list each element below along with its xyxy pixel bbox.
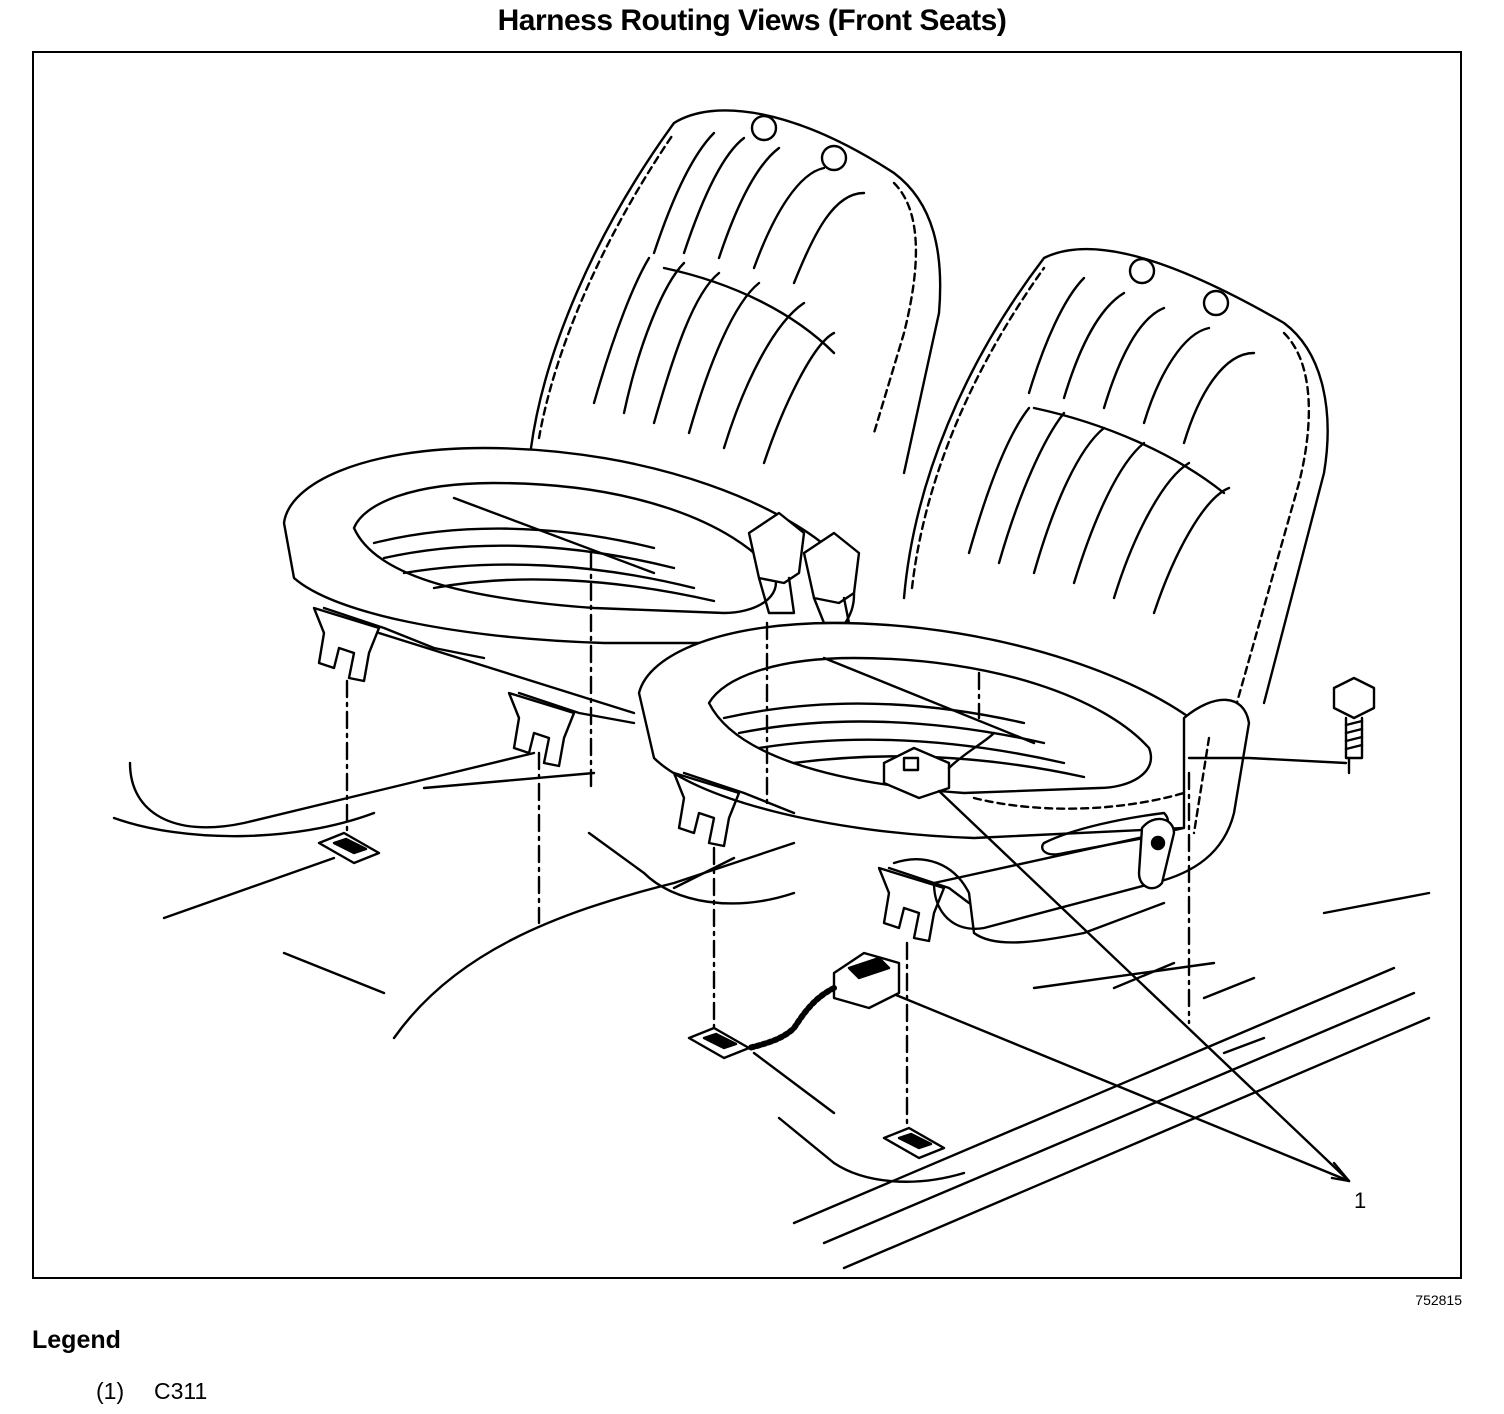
floor-contours xyxy=(112,751,1431,1183)
left-headrest-post xyxy=(750,114,778,142)
legend-heading: Legend xyxy=(32,1326,121,1354)
right-seat xyxy=(637,247,1329,944)
legend-item-label: C311 xyxy=(154,1378,208,1404)
alignment-guides xyxy=(345,551,1191,1130)
left-seat xyxy=(282,109,942,645)
seat-connector xyxy=(882,731,996,800)
right-seat-brackets xyxy=(672,771,971,943)
right-headrest-post xyxy=(1202,289,1230,317)
left-headrest-post xyxy=(820,144,848,172)
seat-belt-buckles xyxy=(747,511,861,625)
left-backrest-ribs xyxy=(592,131,866,465)
legend-item: (1) C311 xyxy=(96,1378,207,1405)
floor-rails xyxy=(792,961,1431,1270)
mounting-bolt xyxy=(1332,676,1376,760)
seat-harness-illustration: 1 xyxy=(112,109,1431,1270)
right-headrest-post xyxy=(1128,257,1156,285)
connector-latch xyxy=(902,756,920,772)
figure-id: 752815 xyxy=(1415,1292,1462,1308)
diagram-title: Harness Routing Views (Front Seats) xyxy=(497,4,1007,37)
diagram-frame: 1 xyxy=(32,51,1462,1279)
legend-item-number: (1) xyxy=(96,1378,125,1404)
callout-leader-lines xyxy=(894,789,1351,1183)
floor-harness-connector xyxy=(746,951,901,1051)
callout-label: 1 xyxy=(1354,1188,1366,1213)
left-cushion-ribs xyxy=(372,496,716,603)
right-cushion-ribs xyxy=(722,656,1086,779)
right-backrest-ribs xyxy=(967,276,1256,615)
bolt-leader-line xyxy=(1187,756,1348,765)
